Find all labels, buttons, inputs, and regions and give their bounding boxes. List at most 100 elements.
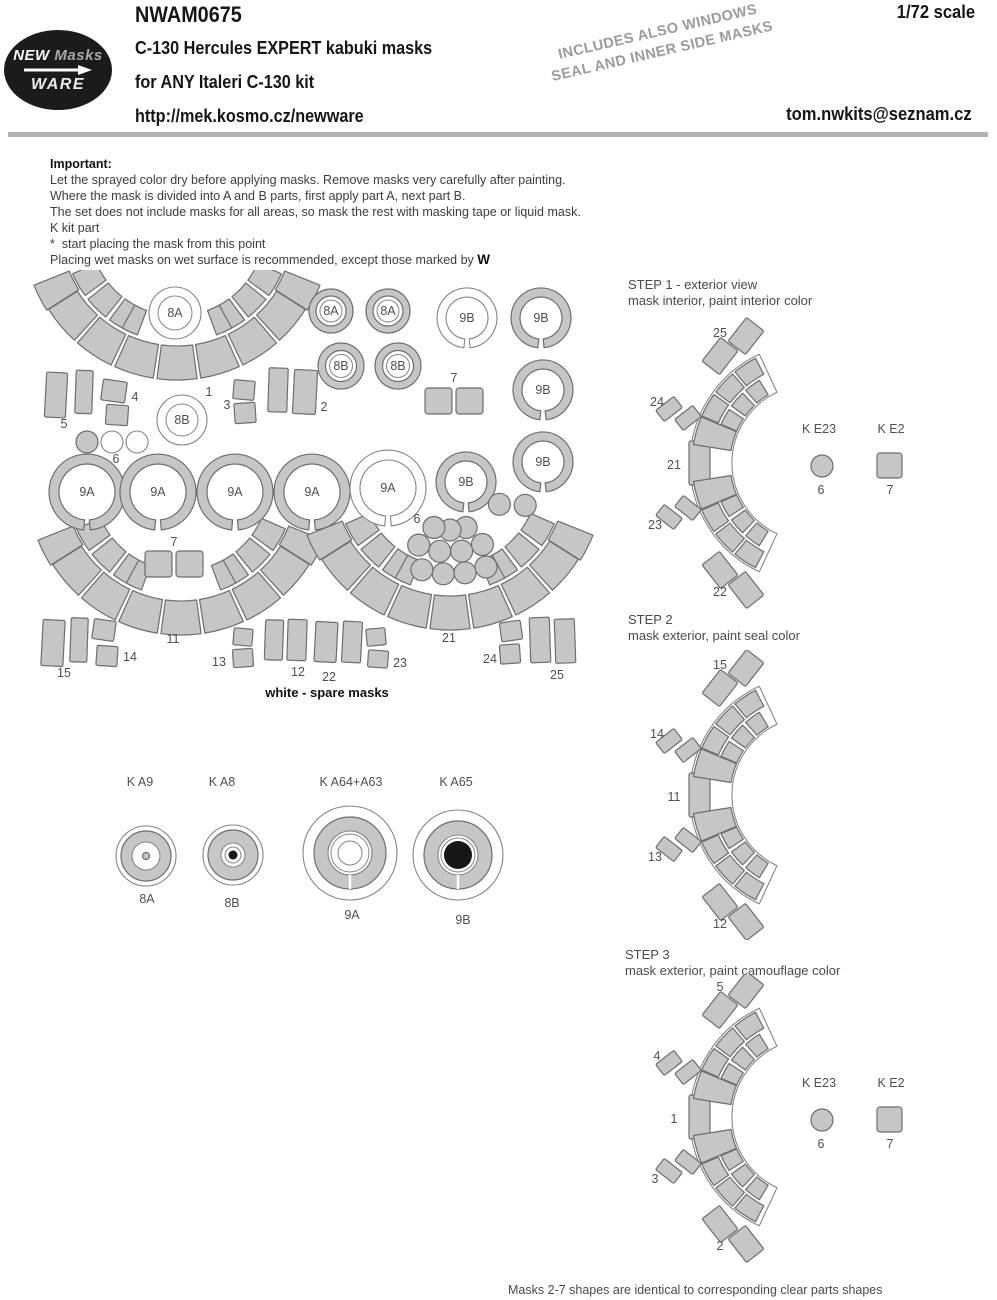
svg-text:K E23: K E23: [802, 1076, 836, 1090]
mask-id-label: 8A: [380, 304, 396, 318]
svg-text:K E2: K E2: [877, 1076, 904, 1090]
kit-part-label: K A64+A63: [320, 775, 383, 789]
part-number-label: 13: [212, 655, 226, 669]
product-title: C-130 Hercules EXPERT kabuki masks: [135, 38, 433, 58]
kit-part-circle: [810, 454, 834, 478]
mask-id-label: 9B: [535, 455, 550, 469]
part-number-label: 21: [442, 631, 456, 645]
kit-part-label: K A9: [127, 775, 153, 789]
wheel-shapes: [115, 805, 504, 901]
crescent-mask-diagram: [655, 317, 778, 609]
wheel-labels: K A9 K A8 K A64+A63 K A65 8A 8B 9A 9B: [127, 775, 473, 927]
step2-diagram: 15 14 11 13 12: [648, 650, 778, 940]
wheel-masks-diagram: K A9 K A8 K A64+A63 K A65 8A 8B 9A 9B: [115, 775, 504, 927]
mask-id-label: 8B: [390, 359, 405, 373]
svg-text:7: 7: [887, 483, 894, 497]
divider-line: [8, 132, 988, 137]
part-number-label: 7: [171, 535, 178, 549]
step1-subtitle: mask interior, paint interior color: [628, 293, 813, 308]
part-number-label: 14: [123, 650, 137, 664]
svg-text:23: 23: [648, 518, 662, 532]
svg-text:6: 6: [818, 1137, 825, 1151]
svg-text:3: 3: [652, 1172, 659, 1186]
note-line: The set does not include masks for all a…: [50, 205, 581, 219]
note-line: Placing wet masks on wet surface is reco…: [50, 252, 491, 267]
mask-shapes: [33, 270, 594, 669]
mask-id-label: 9A: [380, 481, 396, 495]
note-line: * start placing the mask from this point: [50, 237, 266, 251]
svg-text:1: 1: [671, 1112, 678, 1126]
part-number-label: 12: [291, 665, 305, 679]
logo-new-text: NEW: [13, 46, 50, 64]
mask-id-label: 9A: [304, 485, 320, 499]
logo-ware-text: WARE: [31, 75, 85, 93]
part-number-label: 24: [483, 652, 497, 666]
mask-id-label: 9A: [150, 485, 166, 499]
kit-part-label: K A65: [439, 775, 472, 789]
mask-sheet-diagram: 1 2 3 4 5 6 7 6 7 11 12 13 14 15 21 22 2…: [33, 270, 594, 700]
step2-labels: 15 14 11 13 12: [648, 658, 727, 931]
step2-title: STEP 2: [628, 612, 673, 627]
svg-text:K E23: K E23: [802, 422, 836, 436]
svg-text:12: 12: [713, 917, 727, 931]
part-number-label: 5: [61, 417, 68, 431]
product-code: NWAM0675: [135, 2, 242, 27]
notes-heading: Important:: [50, 157, 112, 171]
mask-id-label: 9B: [455, 913, 470, 927]
mask-id-label: 9B: [535, 383, 550, 397]
kit-part-circle: [810, 1108, 834, 1132]
mask-id-label: 9B: [458, 475, 473, 489]
part-number-label: 11: [167, 632, 180, 646]
step2-subtitle: mask exterior, paint seal color: [628, 628, 800, 643]
mask-id-label: 8A: [323, 304, 339, 318]
svg-text:2: 2: [717, 1239, 724, 1253]
mask-id-label: 8A: [167, 306, 183, 320]
part-number-label: 4: [132, 390, 139, 404]
note-line: Where the mask is divided into A and B p…: [50, 189, 466, 203]
step3-heading: STEP 3 mask exterior, paint camouflage c…: [625, 947, 840, 979]
mask-id-label: 9B: [459, 311, 474, 325]
svg-text:21: 21: [667, 458, 681, 472]
note-line: Let the sprayed color dry before applyin…: [50, 173, 566, 187]
part-number-label: 22: [322, 670, 336, 684]
website-url[interactable]: http://mek.kosmo.cz/newware: [135, 106, 364, 126]
mask-id-label: 8A: [139, 892, 155, 906]
kit-part-label: K A8: [209, 775, 235, 789]
mask-id-label: 8B: [333, 359, 348, 373]
part-number-label: 1: [206, 385, 213, 399]
important-notes: Important: Let the sprayed color dry bef…: [50, 156, 730, 268]
part-number-label: 6: [414, 512, 421, 526]
mask-id-label: 9A: [79, 485, 95, 499]
newware-logo: NEW Masks WARE: [4, 30, 112, 110]
part-number-label: 3: [224, 398, 231, 412]
mask-id-label: 8B: [174, 413, 189, 427]
logo-masks-text: Masks: [54, 46, 103, 64]
scale-label: 1/72 scale: [896, 2, 975, 22]
crescent-mask-diagram: [655, 975, 778, 1263]
mask-id-label: 9A: [344, 908, 360, 922]
contact-email[interactable]: tom.nwkits@seznam.cz: [786, 104, 972, 124]
step1-title: STEP 1 - exterior view: [628, 277, 758, 292]
arrow-icon: [24, 64, 92, 75]
svg-text:11: 11: [668, 790, 681, 804]
kit-part-square: [876, 452, 903, 479]
note-line: K kit part: [50, 221, 100, 235]
kit-part-square: [876, 1106, 903, 1133]
part-number-label: 7: [451, 371, 458, 385]
includes-banner: INCLUDES ALSO WINDOWS SEAL AND INNER SID…: [524, 0, 796, 92]
mask-id-label: 8B: [224, 896, 239, 910]
svg-text:24: 24: [650, 395, 664, 409]
svg-text:25: 25: [713, 326, 727, 340]
part-number-label: 6: [113, 452, 120, 466]
step1-heading: STEP 1 - exterior view mask interior, pa…: [628, 277, 812, 309]
svg-text:14: 14: [650, 727, 664, 741]
part-number-label: 25: [550, 668, 564, 682]
step3-title: STEP 3: [625, 947, 670, 962]
svg-text:13: 13: [648, 850, 662, 864]
footer-note: Masks 2-7 shapes are identical to corres…: [508, 1283, 883, 1297]
mask-id-label: 9A: [227, 485, 243, 499]
step3-subtitle: mask exterior, paint camouflage color: [625, 963, 841, 978]
part-number-label: 23: [393, 656, 407, 670]
svg-text:4: 4: [654, 1049, 661, 1063]
